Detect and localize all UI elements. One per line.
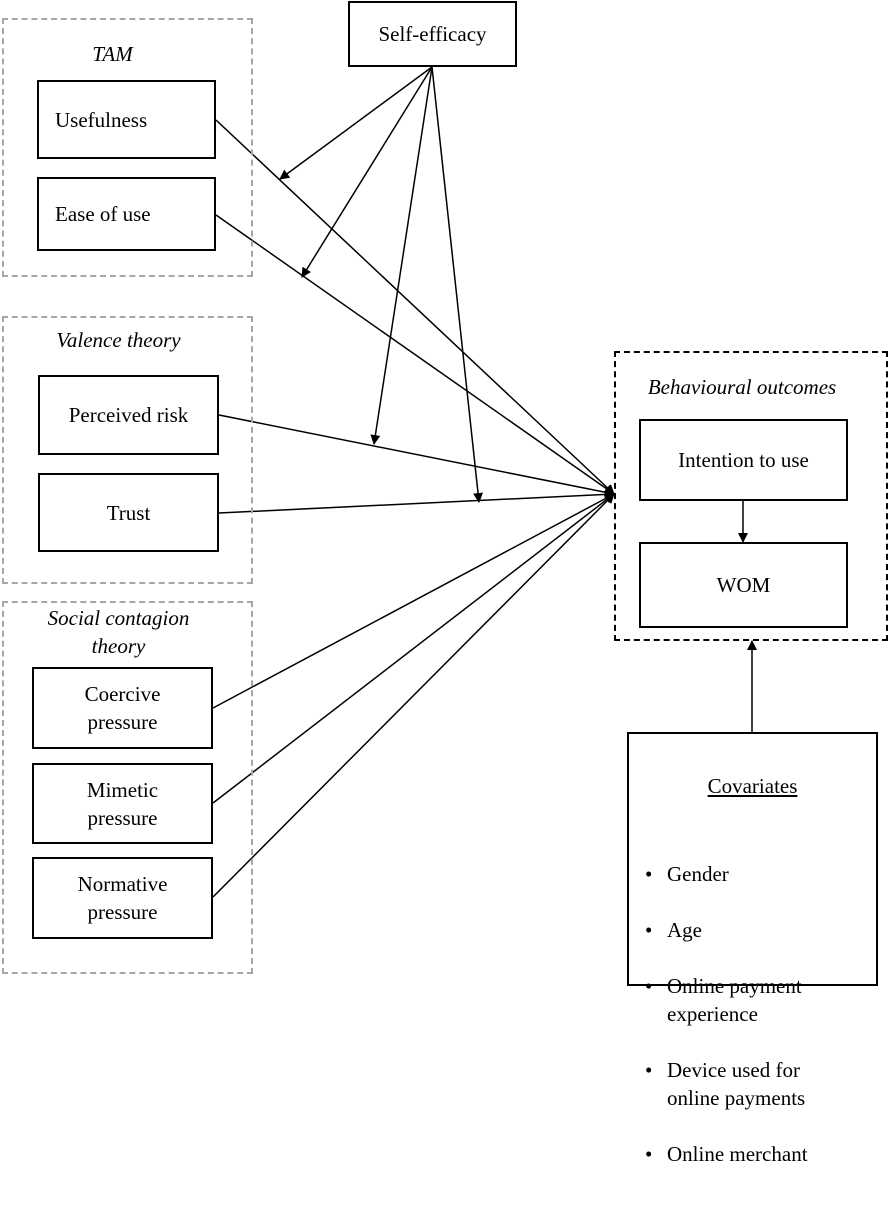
- relationship-arrows: [212, 66, 757, 898]
- arrow-self-efficacy-trust-path: [431, 66, 484, 503]
- group-title-valence: Valence theory: [56, 328, 181, 352]
- arrow-self-efficacy-usefulness-path: [279, 66, 433, 180]
- covariates-list: •Gender •Age •Online payment experience …: [629, 832, 876, 1196]
- box-covariates: Covariates •Gender •Age •Online payment …: [627, 732, 878, 1166]
- covariate-item: •Online merchant: [645, 1142, 808, 1166]
- bullet-icon: •: [645, 974, 653, 998]
- arrow-coercive-outcomes: [212, 493, 615, 709]
- covariate-item: •Device used for online payments: [645, 1058, 806, 1110]
- group-social-contagion: Social contagion theory: [2, 601, 253, 974]
- covariate-item: •Gender: [645, 862, 729, 886]
- box-wom: WOM: [639, 542, 848, 628]
- group-behavioural-outcomes: Behavioural outcomes: [614, 351, 888, 641]
- box-ease-of-use: Ease of use: [37, 177, 216, 251]
- arrow-ease-of-use-outcomes: [215, 214, 615, 495]
- box-coercive-pressure: Coercive pressure: [32, 667, 213, 749]
- arrow-self-efficacy-ease-path: [301, 66, 433, 278]
- box-self-efficacy: Self-efficacy: [348, 1, 517, 67]
- bullet-icon: •: [645, 1142, 653, 1166]
- arrow-trust-outcomes: [218, 489, 615, 514]
- box-trust: Trust: [38, 473, 219, 552]
- group-valence-theory: Valence theory: [2, 316, 253, 584]
- bullet-icon: •: [645, 862, 653, 886]
- box-mimetic-pressure: Mimetic pressure: [32, 763, 213, 844]
- box-usefulness: Usefulness: [37, 80, 216, 159]
- arrow-mimetic-outcomes: [212, 493, 615, 804]
- arrow-normative-outcomes: [212, 493, 615, 898]
- group-title-tam: TAM: [92, 42, 133, 66]
- group-title-social: Social contagion theory: [47, 606, 190, 658]
- box-normative-pressure: Normative pressure: [32, 857, 213, 939]
- bullet-icon: •: [645, 918, 653, 942]
- arrow-usefulness-outcomes: [215, 119, 615, 495]
- box-intention-to-use: Intention to use: [639, 419, 848, 501]
- covariate-item: •Online payment experience: [645, 974, 802, 1026]
- covariate-item: •Age: [645, 918, 702, 942]
- bullet-icon: •: [645, 1058, 653, 1082]
- covariates-title: Covariates: [707, 774, 798, 798]
- group-title-outcomes: Behavioural outcomes: [647, 375, 837, 399]
- box-perceived-risk: Perceived risk: [38, 375, 219, 455]
- arrow-perceived-risk-outcomes: [218, 414, 615, 498]
- arrow-self-efficacy-risk-path: [370, 66, 433, 445]
- group-tam: TAM: [2, 18, 253, 277]
